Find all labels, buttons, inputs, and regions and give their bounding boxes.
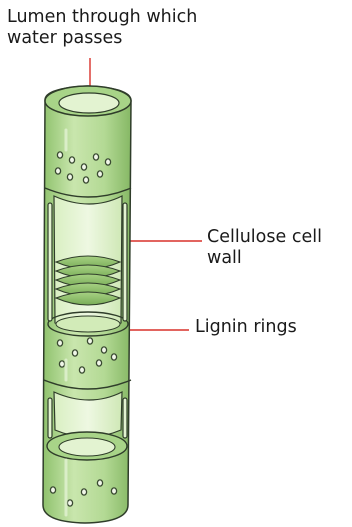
top-lumen-opening bbox=[59, 93, 119, 113]
mid-ring-inner bbox=[56, 316, 120, 332]
lignin-rings bbox=[56, 256, 120, 305]
bottom-lumen-opening bbox=[59, 438, 115, 456]
